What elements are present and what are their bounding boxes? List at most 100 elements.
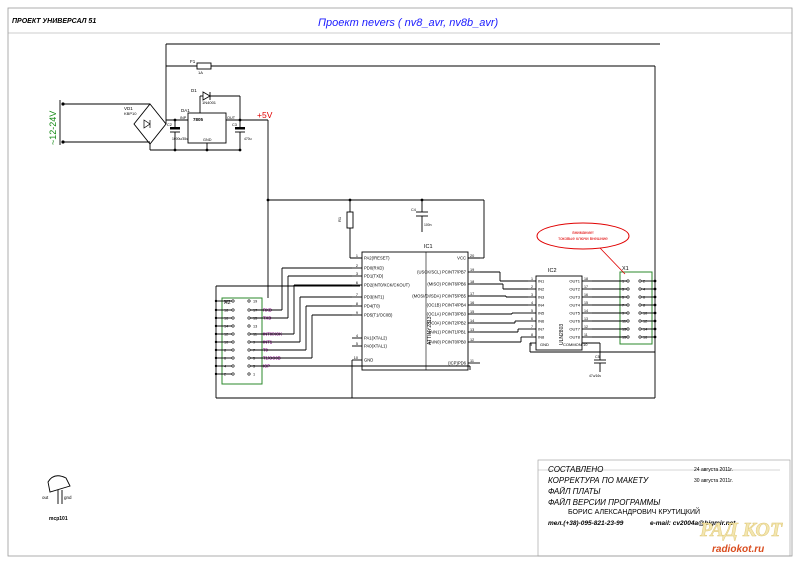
ic1-pin-name: (ICP)PD6: [448, 361, 467, 366]
x1-pin: [638, 327, 642, 331]
ic1-pin-name: PD4(T0): [364, 304, 380, 309]
fuse-value: 1A: [198, 70, 203, 75]
ic2-input-num: 2: [531, 285, 533, 289]
ic2-input-label: IN2: [538, 287, 545, 292]
x2-pin-num: 16: [224, 317, 228, 321]
capacitor-c3-icon: [235, 127, 245, 130]
ic1-pin-name: GND: [364, 358, 373, 363]
ic1-pin-name: PD1(TXD): [364, 274, 384, 279]
ic2-output-num: 12: [584, 325, 588, 329]
x2-pin: [247, 316, 251, 320]
sensor-part: mcp101: [49, 516, 68, 522]
c5-ref: C5: [595, 355, 600, 359]
ic1-part: ATTINY2313: [427, 316, 433, 345]
c3-ref: C3: [232, 123, 237, 127]
watermark-logo: РАД КОТ: [699, 519, 783, 541]
x2-pin-num: 3: [253, 365, 255, 369]
ic1-pin-num: 20: [470, 254, 474, 258]
power-section: ~12-24V VD1 KBP10 F1 1A D1 1N4001: [48, 43, 660, 398]
ic1-pin-num: 2: [356, 264, 358, 268]
x1-pin-num: 9: [622, 312, 624, 316]
ic1-pin-num: 15: [470, 310, 474, 314]
x2-pin: [247, 340, 251, 344]
x2-pin-num: 7: [253, 349, 255, 353]
ic1-pin-name: PD0(RXD): [364, 266, 384, 271]
ic2-input-label: IN7: [538, 327, 545, 332]
ic1-pin-name: (USCK/SCL) PCINT7/PB7: [417, 270, 467, 275]
ic2-output-num: 14: [584, 309, 588, 313]
ic1-pin-name: (OC1B) PCINT4/PB4: [427, 303, 467, 308]
x2-pin-num: 20: [224, 300, 228, 304]
x2-pin: [231, 364, 235, 368]
x1-pin: [626, 319, 630, 323]
ic1-pin-name: (MISO) PCINT6/PB6: [427, 282, 466, 287]
x1-pin-num: 10: [643, 312, 647, 316]
ic2-ref: IC2: [548, 268, 557, 274]
ic2-output-label: OUT5: [569, 311, 580, 316]
x1-ref: X1: [622, 266, 629, 272]
x2-pin: [231, 356, 235, 360]
x1-pin: [626, 287, 630, 291]
ic2-input-num: 6: [531, 317, 533, 321]
x2-pin-num: 9: [253, 341, 255, 345]
ic2-input-label: IN8: [538, 335, 545, 340]
ic2-input-num: 7: [531, 325, 533, 329]
x2-pin-num: 18: [224, 309, 228, 313]
x1-frame: [619, 271, 653, 345]
c4-ref: C4: [411, 208, 416, 212]
diode-ref: D1: [191, 88, 197, 93]
ic1-pin-num: 3: [356, 272, 358, 276]
x2-pin: [247, 364, 251, 368]
ic2-output-num: 11: [584, 333, 588, 337]
x1-pin: [638, 319, 642, 323]
x2-pin-num: 14: [224, 325, 228, 329]
ic2-output-label: OUT6: [569, 319, 580, 324]
x2-pin-num: 19: [253, 300, 257, 304]
ic1-pin-num: 17: [470, 292, 474, 296]
x2-pin-num: 13: [253, 325, 257, 329]
ic2-output-label: OUT2: [569, 287, 580, 292]
sensor-icon: [47, 475, 71, 493]
x1-pin: [638, 335, 642, 339]
ic1-body: [361, 251, 469, 371]
x1-pin: [626, 311, 630, 315]
x2-pin: [247, 324, 251, 328]
corrected-label: КОРРЕКТУРА ПО МАКЕТУ: [548, 476, 649, 485]
ic2-input-label: IN5: [538, 311, 545, 316]
x2-pin: [247, 348, 251, 352]
ic2-part: ULN2803: [559, 324, 565, 345]
ic1-pin-name: PD2(INT0/XCK/CKOUT): [364, 283, 410, 288]
sensor-pin-out: out: [42, 495, 49, 500]
fuse-ref: F1: [190, 59, 196, 64]
c4-value: 100n: [424, 223, 432, 227]
ic2-common-num: 10: [583, 342, 588, 347]
x2-pin-num: 1: [253, 373, 255, 377]
x2-pin: [247, 332, 251, 336]
x1-pin-num: 1: [622, 280, 624, 284]
resistor-r1-icon: [346, 211, 354, 229]
x1-pin: [638, 279, 642, 283]
ic1-pin-name: PA1(XTAL2): [364, 336, 387, 341]
ic1-pin-num: 9: [356, 311, 358, 315]
x2-pin: [247, 308, 251, 312]
ic2-output-num: 16: [584, 293, 588, 297]
ic2-input-num: 5: [531, 309, 533, 313]
x1-pin-num: 14: [643, 328, 647, 332]
ic1-pin-name: (AIN0) PCINT0/PB0: [429, 340, 467, 345]
title-block: СОСТАВЛЕНО 24 августа 2011г. КОРРЕКТУРА …: [537, 459, 791, 557]
x1-pin: [626, 335, 630, 339]
ic2-input-num: 3: [531, 293, 533, 297]
note-ellipse: [536, 222, 630, 250]
x1-pin: [638, 295, 642, 299]
note-line2: токовые ключи внешние: [558, 236, 608, 241]
x1-pin-num: 5: [622, 296, 624, 300]
ic2-input-num: 1: [531, 277, 533, 281]
x1-pin: [638, 303, 642, 307]
x2-pin-num: 4: [224, 365, 226, 369]
x2-pin: [247, 356, 251, 360]
ic1-pin-num: 16: [470, 301, 474, 305]
input-voltage-label: ~12-24V: [48, 111, 58, 145]
regulator-part: 7805: [193, 117, 204, 122]
